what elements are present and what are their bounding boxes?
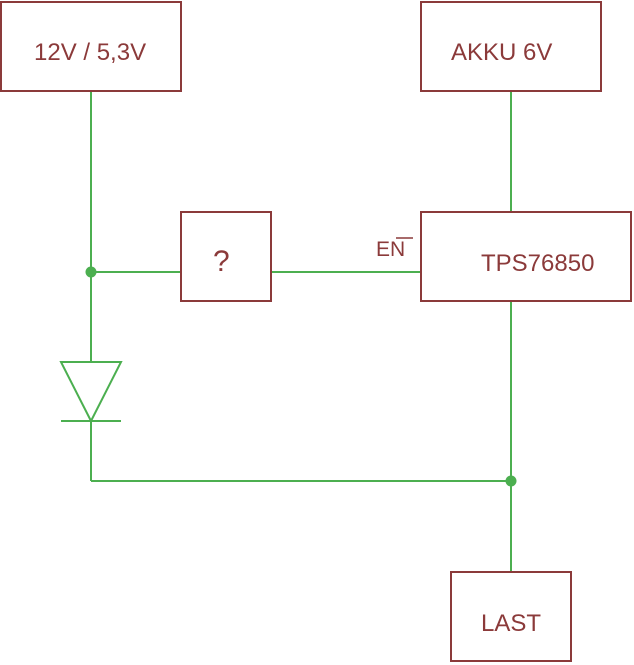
block-regulator-frame bbox=[420, 211, 632, 302]
block-load-label: LAST bbox=[481, 610, 541, 637]
junction-dot-left bbox=[85, 266, 97, 278]
wires bbox=[90, 91, 512, 572]
block-unknown-label: ? bbox=[213, 245, 230, 278]
block-battery-label: AKKU 6V bbox=[451, 39, 552, 66]
block-source-label: 12V / 5,3V bbox=[34, 39, 146, 66]
block-source: 12V / 5,3V bbox=[0, 1, 182, 92]
block-source-frame bbox=[0, 1, 182, 92]
block-battery-frame bbox=[420, 1, 602, 92]
block-regulator: TPS76850 EN bbox=[376, 211, 632, 302]
block-battery: AKKU 6V bbox=[420, 1, 602, 92]
block-regulator-label: TPS76850 bbox=[481, 250, 594, 277]
diode-triangle bbox=[59, 361, 123, 424]
junction-dot-right bbox=[505, 475, 517, 487]
diode bbox=[59, 361, 123, 424]
block-unknown-frame bbox=[180, 211, 272, 302]
block-load-frame bbox=[450, 571, 572, 662]
block-unknown: ? bbox=[180, 211, 272, 302]
enable-pin-label: EN bbox=[376, 238, 405, 261]
block-load: LAST bbox=[450, 571, 572, 662]
